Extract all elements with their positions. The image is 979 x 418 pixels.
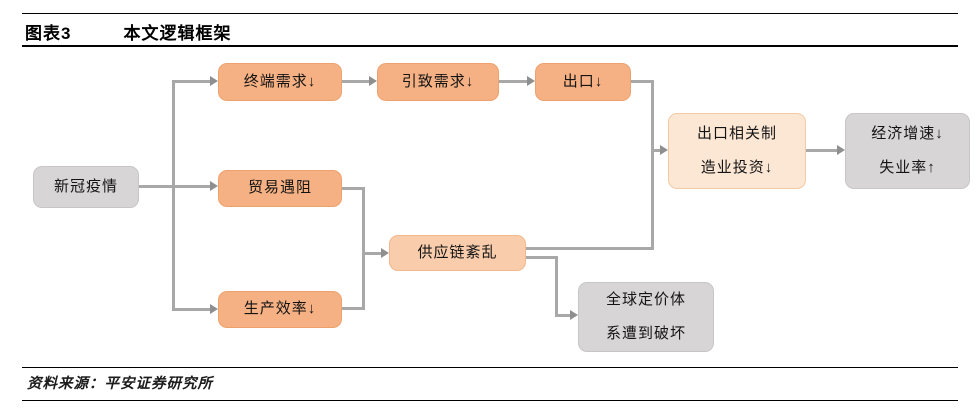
connector-line xyxy=(139,185,173,188)
node-label-line2: 失业率↑ xyxy=(879,159,936,176)
connector-line xyxy=(806,149,837,152)
node-label: 生产效率↓ xyxy=(243,300,317,318)
arrowhead-icon xyxy=(381,248,389,258)
node-covid: 新冠疫情 xyxy=(33,166,139,208)
connector-line xyxy=(555,314,570,317)
node-label-line2: 系遭到破坏 xyxy=(605,325,686,342)
arrowhead-icon xyxy=(210,76,218,86)
connector-line xyxy=(499,80,527,83)
node-label: 贸易遇阻 xyxy=(247,179,312,197)
node-production-efficiency: 生产效率↓ xyxy=(218,291,342,328)
arrowhead-icon xyxy=(660,145,668,155)
node-supply-chain-disorder: 供应链紊乱 xyxy=(389,235,526,271)
node-label: 引致需求↓ xyxy=(401,72,475,90)
connector-line xyxy=(172,80,175,311)
top-rule xyxy=(22,13,958,14)
connector-line xyxy=(342,80,369,83)
node-label: 出口↓ xyxy=(562,72,604,90)
connector-line xyxy=(172,185,210,188)
title-underline xyxy=(22,45,958,47)
node-label-line1: 全球定价体 xyxy=(605,290,686,308)
node-induced-demand: 引致需求↓ xyxy=(377,63,499,101)
connector-line xyxy=(651,80,654,250)
connector-line xyxy=(362,252,381,255)
figure-title: 本文逻辑框架 xyxy=(123,24,232,43)
arrowhead-icon xyxy=(210,304,218,314)
node-trade-blocked: 贸易遇阻 xyxy=(218,170,342,207)
node-label-line1: 经济增速↓ xyxy=(871,124,944,142)
node-label: 新冠疫情 xyxy=(53,177,118,195)
node-label-line2: 造业投资↓ xyxy=(700,159,774,176)
connector-line xyxy=(526,256,558,259)
connector-line xyxy=(555,256,558,317)
arrowhead-icon xyxy=(527,76,535,86)
connector-line xyxy=(631,80,654,83)
connector-line xyxy=(342,187,365,190)
figure-number: 图表3 xyxy=(25,24,72,43)
node-global-pricing-destroyed: 全球定价体 系遭到破坏 xyxy=(578,282,714,352)
connector-line xyxy=(172,308,210,311)
connector-line xyxy=(342,307,365,310)
source-note: 资料来源：平安证券研究所 xyxy=(27,376,213,392)
footer-bottom-rule xyxy=(22,400,958,401)
node-terminal-demand: 终端需求↓ xyxy=(218,63,342,101)
arrowhead-icon xyxy=(570,310,578,320)
arrowhead-icon xyxy=(369,76,377,86)
node-label: 终端需求↓ xyxy=(243,72,317,90)
connector-line xyxy=(651,149,660,152)
node-label: 供应链紊乱 xyxy=(417,243,498,261)
figure-header: 图表3 本文逻辑框架 xyxy=(25,19,231,44)
connector-line xyxy=(172,80,210,83)
connector-line xyxy=(526,247,654,250)
node-label-line1: 出口相关制 xyxy=(696,124,777,142)
connector-line xyxy=(362,187,365,310)
node-economy-unemployment: 经济增速↓ 失业率↑ xyxy=(845,113,970,189)
arrowhead-icon xyxy=(837,145,845,155)
node-export-manufacturing-investment: 出口相关制 造业投资↓ xyxy=(668,113,806,189)
footer-top-rule xyxy=(22,367,958,368)
node-exports: 出口↓ xyxy=(535,63,631,101)
arrowhead-icon xyxy=(210,181,218,191)
